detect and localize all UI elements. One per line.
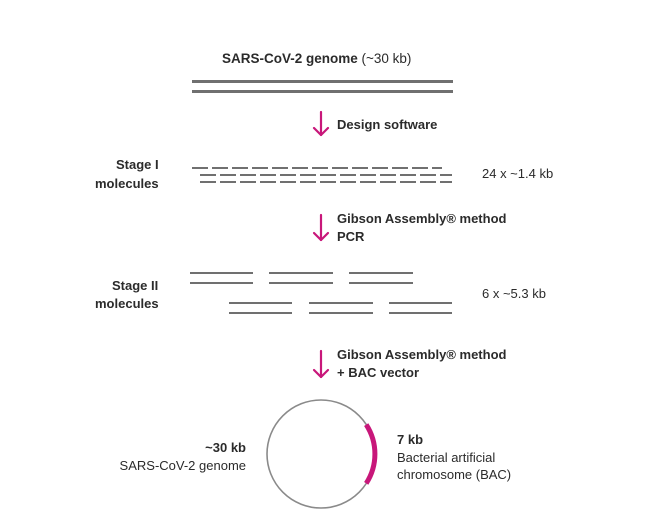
stage1-label: Stage I molecules xyxy=(95,157,159,192)
stage1-dash xyxy=(432,167,442,169)
final-right-label: 7 kb Bacterial artificial chromosome (BA… xyxy=(397,432,511,483)
step1-label: Design software xyxy=(337,117,438,132)
step3-label-line2: + BAC vector xyxy=(337,365,419,380)
stage1-dash xyxy=(200,181,216,183)
stage1-count: 24 x ~1.4 kb xyxy=(482,166,554,181)
stage1-dash xyxy=(240,174,256,176)
stage1-dash xyxy=(300,181,316,183)
genome-strand-top xyxy=(192,80,453,83)
stage1-dash xyxy=(420,174,436,176)
stage1-dash xyxy=(220,174,236,176)
stage1-dash xyxy=(440,174,452,176)
arrow-step3 xyxy=(312,349,330,379)
stage2-count: 6 x ~5.3 kb xyxy=(482,286,546,301)
stage1-dash xyxy=(260,174,276,176)
stage1-dash xyxy=(212,167,228,169)
stage1-dash xyxy=(372,167,388,169)
stage1-dash xyxy=(232,167,248,169)
stage2-molecule xyxy=(309,302,373,304)
stage2-molecule xyxy=(389,302,452,304)
final-left-desc: SARS-CoV-2 genome xyxy=(119,458,246,473)
stage2-molecule xyxy=(269,272,333,274)
stage1-dash xyxy=(260,181,276,183)
stage1-dash xyxy=(380,174,396,176)
stage2-molecule xyxy=(269,282,333,284)
stage1-dash xyxy=(412,167,428,169)
stage1-dash xyxy=(380,181,396,183)
stage2-label: Stage II molecules xyxy=(95,278,159,312)
stage1-dash xyxy=(340,181,356,183)
stage1-dash xyxy=(400,181,416,183)
stage1-dash xyxy=(440,181,452,183)
stage1-dash xyxy=(240,181,256,183)
genome-title-size: (~30 kb) xyxy=(357,51,412,66)
stage2-label-line1: Stage II xyxy=(112,278,159,293)
stage2-molecule xyxy=(349,282,413,284)
step2-label-line1: Gibson Assembly® method xyxy=(337,211,507,226)
stage1-dash xyxy=(332,167,348,169)
stage1-dash xyxy=(360,181,376,183)
stage2-molecule xyxy=(190,282,253,284)
stage1-dash xyxy=(280,181,296,183)
stage2-molecule xyxy=(309,312,373,314)
step3-label-line1: Gibson Assembly® method xyxy=(337,347,507,362)
stage2-molecule xyxy=(229,302,292,304)
stage1-dash xyxy=(400,174,416,176)
step2-label: Gibson Assembly® method PCR xyxy=(337,211,506,245)
stage1-dash xyxy=(340,174,356,176)
stage1-dash xyxy=(192,167,208,169)
bac-vector-segment xyxy=(364,423,378,485)
stage1-dash xyxy=(300,174,316,176)
stage1-dash xyxy=(312,167,328,169)
stage2-molecule xyxy=(229,312,292,314)
stage2-molecule xyxy=(349,272,413,274)
bac-circle xyxy=(266,399,376,509)
stage1-dash xyxy=(360,174,376,176)
final-left-size: ~30 kb xyxy=(205,440,246,455)
stage1-dash xyxy=(420,181,436,183)
stage1-dash xyxy=(292,167,308,169)
genome-strand-bottom xyxy=(192,90,453,93)
stage1-label-line2: molecules xyxy=(95,176,159,191)
stage2-label-line2: molecules xyxy=(95,296,159,311)
arrow-step1 xyxy=(312,110,330,137)
final-left-label: ~30 kb SARS-CoV-2 genome xyxy=(95,440,246,474)
stage1-dash xyxy=(200,174,216,176)
stage1-dash xyxy=(320,181,336,183)
final-right-desc-line2: chromosome (BAC) xyxy=(397,467,512,482)
stage2-molecule xyxy=(190,272,253,274)
genome-title: SARS-CoV-2 genome (~30 kb) xyxy=(222,51,411,67)
stage1-dash xyxy=(280,174,296,176)
final-right-size: 7 kb xyxy=(397,432,424,447)
stage1-dash xyxy=(252,167,268,169)
step3-label: Gibson Assembly® method + BAC vector xyxy=(337,347,506,381)
final-right-desc-line1: Bacterial artificial xyxy=(397,450,496,465)
arrow-step2 xyxy=(312,213,330,242)
stage2-molecule xyxy=(389,312,452,314)
stage1-dash xyxy=(392,167,408,169)
step2-label-line2: PCR xyxy=(337,229,365,244)
stage1-dash xyxy=(352,167,368,169)
genome-title-name: SARS-CoV-2 genome xyxy=(222,51,358,66)
stage1-dash xyxy=(220,181,236,183)
stage1-dash xyxy=(272,167,288,169)
stage1-label-line1: Stage I xyxy=(116,157,159,172)
stage1-dash xyxy=(320,174,336,176)
